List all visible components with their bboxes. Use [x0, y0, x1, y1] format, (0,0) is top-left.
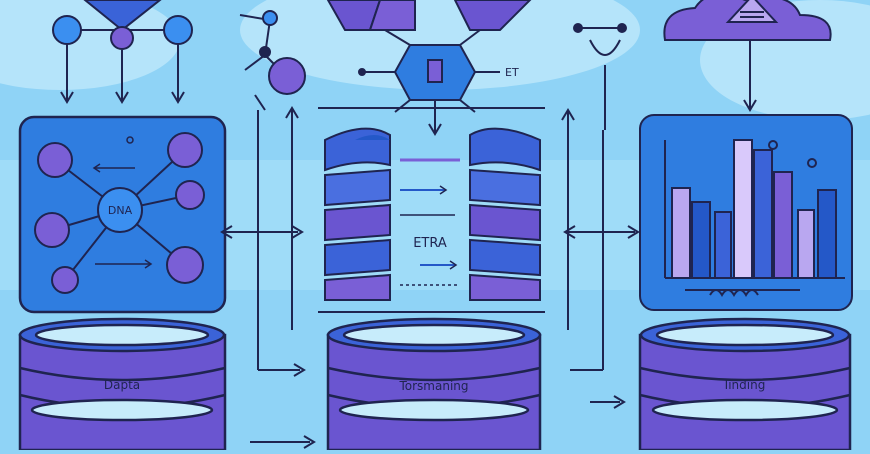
top-mid-label: ET [505, 66, 519, 79]
cloud-icon [663, 0, 832, 112]
network-graph-icon [34, 132, 205, 294]
db-middle-label: Torsmaning [398, 379, 468, 393]
top-right-hook [573, 23, 627, 130]
left-stack [324, 127, 391, 301]
left-hub-label: DNA [108, 204, 133, 217]
database-icon-left [18, 317, 227, 452]
center-arrows [400, 158, 460, 286]
right-stack [469, 127, 541, 301]
top-left-node-cluster [52, 0, 193, 104]
database-icon-right [638, 317, 852, 452]
transform-stack: ETRA [324, 127, 541, 301]
connector-lines [220, 106, 640, 449]
hexagon-node-icon [326, 0, 532, 136]
db-right-label: Iinding [725, 378, 766, 392]
left-network-panel: DNA [18, 115, 227, 314]
database-icon-middle [326, 317, 542, 452]
db-left-label: Dapta [104, 378, 140, 392]
top-mid-graph [239, 10, 306, 111]
bar-chart-icon [639, 114, 853, 311]
center-label: ETRA [413, 236, 447, 251]
